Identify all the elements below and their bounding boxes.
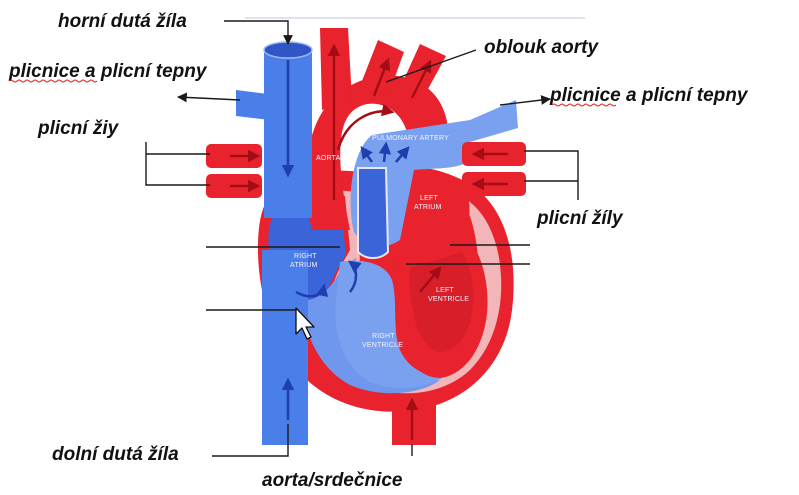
heart-graphic: AORTA PULMONARY ARTERY LEFT ATRIUM RIGHT…: [206, 28, 526, 445]
inner-label-right-atrium-1: RIGHT: [294, 253, 317, 260]
label-pulmonary-left: plicnice a plicní tepny: [8, 61, 208, 82]
superior-vena-cava-opening: [264, 42, 312, 58]
aorta-branch-1: [320, 28, 352, 110]
inner-label-left-atrium-2: ATRIUM: [414, 204, 442, 211]
label-pulmonary-right: plicnice a plicní tepny: [549, 85, 749, 106]
label-aorta-bottom: aorta/srdečnice: [262, 470, 403, 491]
inner-label-left-ventricle-1: LEFT: [436, 287, 454, 294]
label-superior-vena-cava: horní dutá žíla: [58, 11, 187, 32]
inner-label-pulmonary-artery: PULMONARY ARTERY: [372, 135, 449, 142]
inner-label-right-ventricle-2: VENTRICLE: [362, 342, 403, 349]
label-inferior-vena-cava: dolní dutá žíla: [52, 444, 179, 465]
inner-label-aorta: AORTA: [316, 155, 341, 162]
pulmonary-valve-tube: [358, 168, 388, 258]
inner-label-right-atrium-2: ATRIUM: [290, 262, 318, 269]
inner-label-left-atrium-1: LEFT: [420, 195, 438, 202]
inner-label-left-ventricle-2: VENTRICLE: [428, 296, 469, 303]
inner-label-right-ventricle-1: RIGHT: [372, 333, 395, 340]
aorta-branch-3: [400, 44, 446, 100]
label-pulmonary-veins-right: plicní žíly: [536, 208, 624, 229]
inferior-vena-cava: [262, 250, 308, 445]
label-aortic-arch: oblouk aorty: [484, 37, 599, 58]
label-pulmonary-veins-left: plicní žiy: [37, 118, 120, 139]
